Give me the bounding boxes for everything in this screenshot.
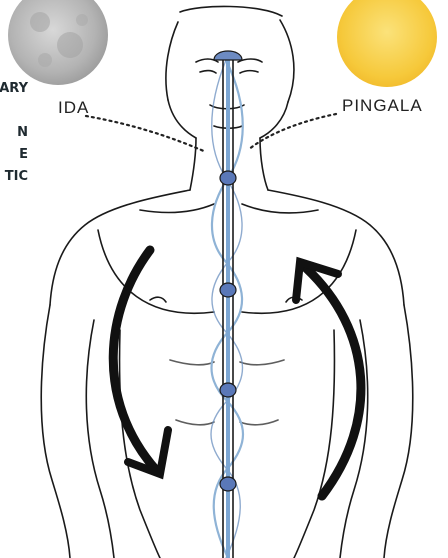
chakra-node <box>220 171 236 185</box>
chakra-node <box>220 383 236 397</box>
up-arrow-icon <box>296 262 361 496</box>
chakra-node <box>220 283 236 297</box>
sun-icon <box>337 0 437 87</box>
crown-point <box>214 51 242 60</box>
moon-icon <box>8 0 108 85</box>
ida-label: IDA <box>58 98 89 118</box>
pingala-label: PINGALA <box>342 96 423 116</box>
pingala-connector <box>248 114 336 150</box>
ida-connector <box>86 116 206 152</box>
chakra-node <box>220 477 236 491</box>
